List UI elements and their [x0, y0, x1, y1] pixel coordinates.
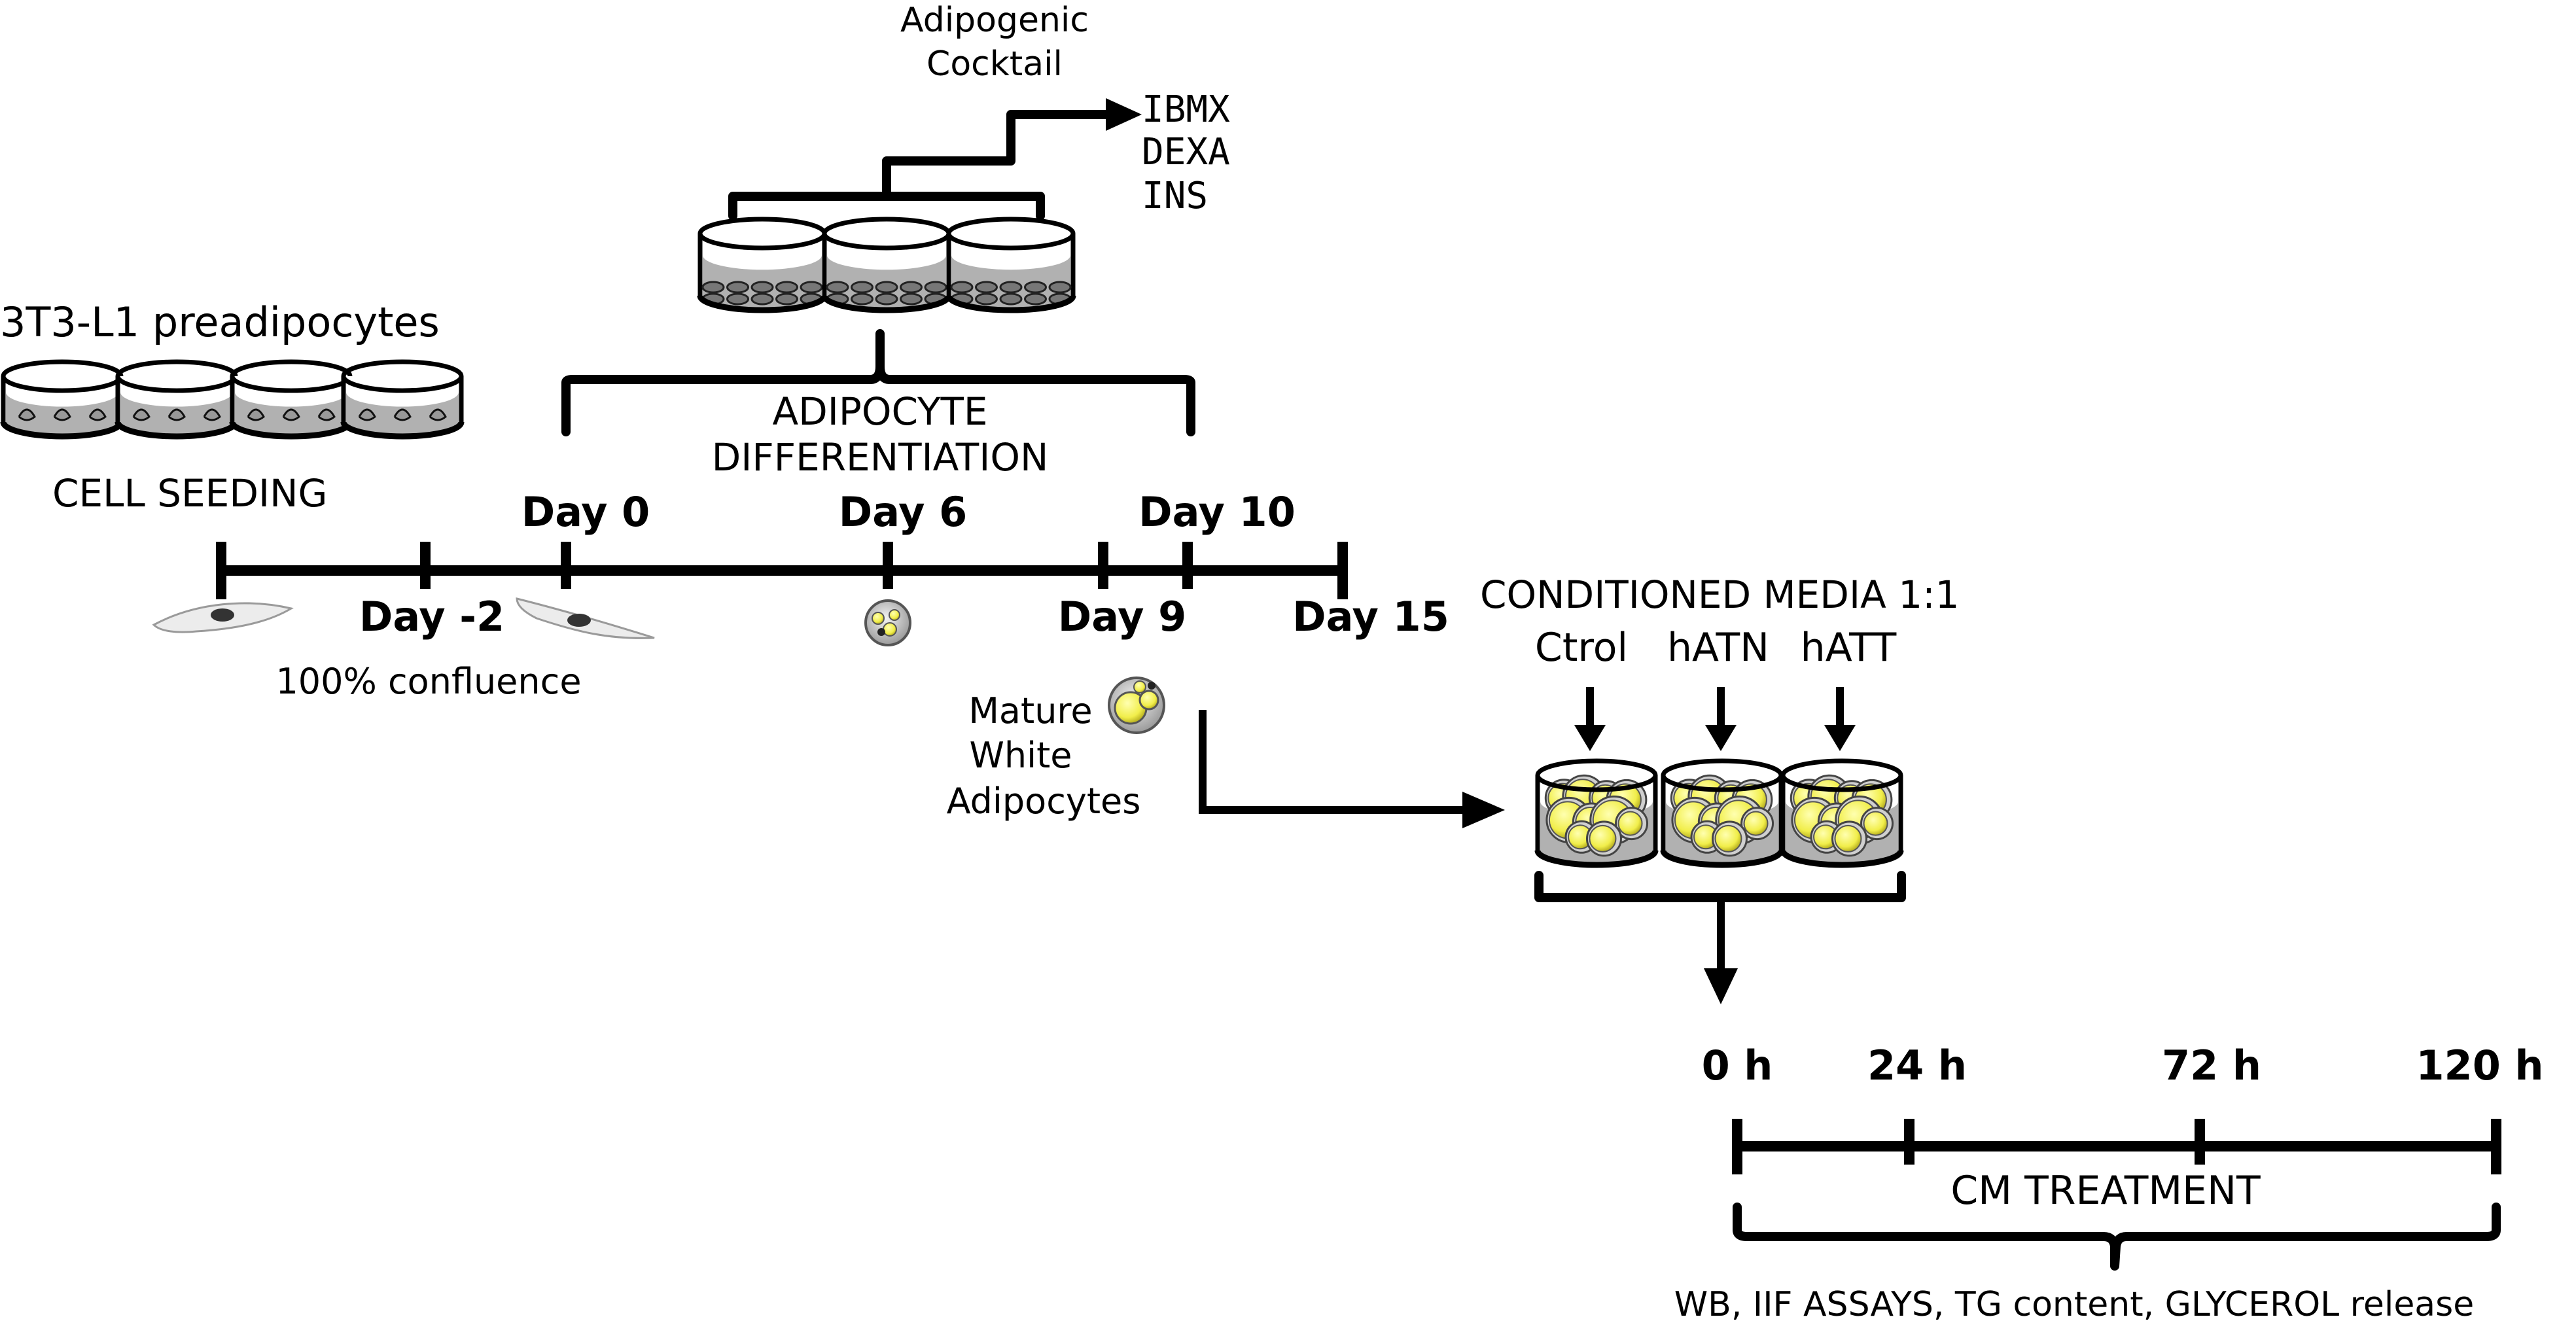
cocktail-title-line2: Cocktail	[926, 44, 1063, 84]
mature-line1: Mature	[968, 690, 1093, 731]
group-hatt: hATT	[1800, 625, 1897, 671]
label-24h: 24 h	[1867, 1042, 1967, 1089]
seeding-dish-4	[340, 359, 465, 440]
cocktail-dishes	[697, 217, 1076, 313]
cocktail-dish-3	[945, 217, 1076, 313]
preadipocyte-cell-2	[516, 597, 655, 639]
cocktail-dish-2	[821, 217, 952, 313]
label-day-15: Day 15	[1292, 593, 1449, 641]
differentiation-bracket	[561, 329, 1195, 436]
label-day-6: Day 6	[838, 488, 968, 536]
label-72h: 72 h	[2161, 1042, 2262, 1089]
conditioned-media-title: CONDITIONED MEDIA 1:1	[1480, 572, 1960, 617]
mature-line2: White	[969, 735, 1072, 776]
group-hatn: hATN	[1667, 625, 1769, 671]
preadipocytes-title: 3T3-L1 preadipocytes	[0, 298, 440, 346]
cocktail-item-dexa: DEXA	[1142, 131, 1230, 173]
assays-label: WB, IIF ASSAYS, TG content, GLYCEROL rel…	[1674, 1285, 2475, 1324]
cocktail-item-ins: INS	[1142, 175, 1209, 217]
cm-dish-2	[1660, 758, 1784, 868]
cm-treatment-label: CM TREATMENT	[1950, 1168, 2261, 1214]
timeline-1	[216, 542, 1348, 599]
seeding-dish-2	[115, 359, 239, 440]
cm-dishes	[1534, 758, 1904, 868]
cocktail-dish-1	[697, 217, 828, 313]
cm-bracket	[1534, 871, 1906, 1004]
mature-adipocyte-cell	[1108, 677, 1165, 734]
timeline-2	[1732, 1119, 2501, 1174]
cell-seeding-label: CELL SEEDING	[52, 471, 328, 516]
differentiation-line2: DIFFERENTIATION	[711, 435, 1049, 480]
cm-dish-1	[1534, 758, 1659, 868]
seeding-dish-3	[229, 359, 353, 440]
seeding-dish-1	[0, 359, 124, 440]
preadipocyte-cell-1	[152, 602, 294, 633]
label-0h: 0 h	[1701, 1042, 1773, 1089]
label-day-10: Day 10	[1138, 488, 1296, 536]
cocktail-title-line1: Adipogenic	[900, 1, 1089, 40]
label-day-0: Day 0	[521, 488, 650, 536]
differentiating-cell	[864, 599, 911, 646]
label-120h: 120 h	[2416, 1042, 2544, 1089]
cm-dish-3	[1780, 758, 1904, 868]
label-day-9: Day 9	[1057, 593, 1187, 641]
differentiation-line1: ADIPOCYTE	[772, 389, 988, 434]
confluence-label: 100% confluence	[275, 661, 582, 702]
cm-down-arrows	[1574, 687, 1856, 751]
mature-line3: Adipocytes	[946, 781, 1141, 822]
label-day-minus-2: Day -2	[359, 593, 505, 641]
assay-bracket	[1733, 1203, 2501, 1271]
cocktail-bracket	[728, 98, 1142, 220]
cocktail-item-ibmx: IBMX	[1142, 88, 1230, 131]
seeding-dishes	[0, 359, 465, 440]
group-ctrol: Ctrol	[1534, 625, 1629, 671]
to-conditioned-media-arrow	[1199, 710, 1505, 828]
